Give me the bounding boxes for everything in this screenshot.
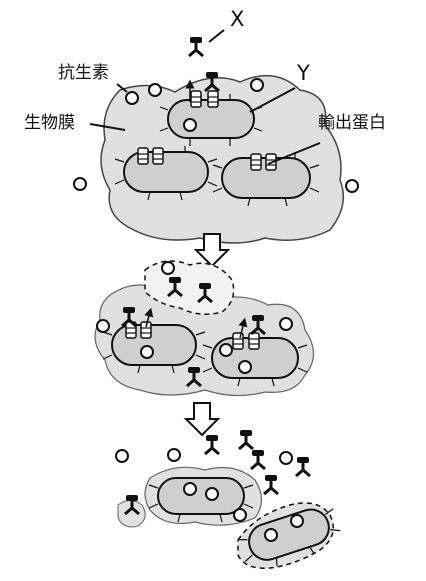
efflux-pump-icon bbox=[207, 90, 219, 108]
antibiotic-circle-icon bbox=[140, 345, 154, 359]
bacterium bbox=[212, 152, 320, 207]
antibiotic-circle-icon bbox=[115, 449, 129, 463]
down-arrow-icon bbox=[193, 233, 231, 268]
antibiotic-circle-icon bbox=[264, 528, 278, 542]
label-y: Y bbox=[296, 61, 310, 85]
efflux-pump-icon bbox=[152, 147, 164, 165]
antibiotic-circle-icon bbox=[183, 118, 197, 132]
molecule-x-icon bbox=[203, 433, 221, 456]
molecule-x-icon bbox=[262, 473, 280, 496]
antibiotic-circle-icon bbox=[167, 448, 181, 462]
molecule-x-icon bbox=[237, 428, 255, 451]
stage-3-dispersed-biofilm bbox=[115, 428, 341, 569]
antibiotic-circle-icon bbox=[96, 319, 110, 333]
biofilm-matrix bbox=[100, 74, 345, 244]
antibiotic-circle-icon bbox=[233, 508, 247, 522]
label-x: X bbox=[230, 7, 244, 31]
efflux-pump-icon bbox=[250, 153, 262, 171]
antibiotic-circle-icon bbox=[279, 317, 293, 331]
antibiotic-circle-icon bbox=[250, 78, 264, 92]
efflux-pump-icon bbox=[232, 332, 244, 350]
stage-2-partially-disrupted-biofilm bbox=[94, 260, 315, 397]
molecule-x-icon bbox=[294, 455, 312, 478]
down-arrow-icon bbox=[183, 402, 221, 437]
label-efflux-protein: 輸出蛋白 bbox=[318, 113, 386, 133]
molecule-x-icon bbox=[249, 448, 267, 471]
label-biofilm: 生物膜 bbox=[24, 113, 75, 133]
antibiotic-circle-icon bbox=[279, 451, 293, 465]
antibiotic-circle-icon bbox=[290, 514, 304, 528]
stage-1-intact-biofilm: X Y 抗生素 生物膜 輸出蛋白 bbox=[24, 7, 386, 244]
antibiotic-circle-icon bbox=[125, 91, 139, 105]
antibiotic-circle-icon bbox=[148, 83, 162, 97]
antibiotic-circle-icon bbox=[161, 261, 175, 275]
antibiotic-circle-icon bbox=[205, 487, 219, 501]
efflux-pump-icon bbox=[190, 90, 202, 108]
bacterium bbox=[148, 477, 254, 523]
antibiotic-circle-icon bbox=[219, 343, 233, 357]
antibiotic-circle-icon bbox=[183, 482, 197, 496]
antibiotic-circle-icon bbox=[73, 177, 87, 191]
molecule-x-icon bbox=[187, 35, 205, 58]
label-antibiotic: 抗生素 bbox=[58, 63, 109, 83]
efflux-pump-icon bbox=[137, 147, 149, 165]
antibiotic-circle-icon bbox=[345, 179, 359, 193]
efflux-pump-icon bbox=[248, 332, 260, 350]
antibiotic-circle-icon bbox=[238, 360, 252, 374]
bacterium bbox=[237, 508, 341, 566]
